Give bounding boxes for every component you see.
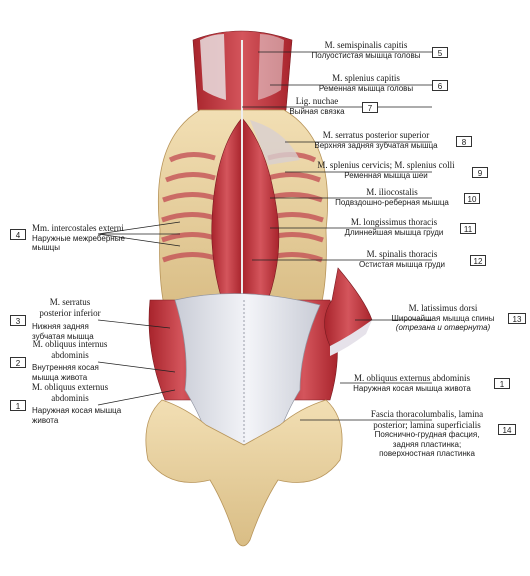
label-latin: M. serratus (49, 297, 91, 307)
label-obliquus-internus-ru: Внутренняя косая мышца живота (32, 363, 132, 382)
label-russian: Внутренняя косая (32, 363, 99, 372)
label-latin: M. splenius capitis (332, 73, 400, 83)
label-number: 7 (362, 102, 378, 113)
label-russian: поверхностная пластинка (379, 449, 475, 458)
label-serratus-inferior-ru: Нижняя задняя зубчатая мышца (32, 322, 132, 341)
label-iliocostalis: M. iliocostalis Подвздошно-реберная мышц… (322, 187, 462, 207)
label-latin: M. obliquus externus (31, 382, 109, 392)
label-number: 13 (508, 313, 526, 324)
label-latin: posterior inferior (39, 307, 101, 318)
label-number: 9 (472, 167, 488, 178)
label-obliquus-externus-left-latin: M. obliquus externus abdominis (20, 382, 120, 403)
label-russian: Подвздошно-реберная мышца (335, 197, 449, 207)
label-splenius-capitis: M. splenius capitis Ременная мышца голов… (302, 73, 430, 93)
label-latin: M. spinalis thoracis (366, 249, 438, 259)
label-latin: M. obliquus internus (32, 339, 108, 349)
label-latin: M. latissimus dorsi (408, 303, 478, 313)
erector-spinae-right (241, 117, 280, 301)
label-latin: abdominis (51, 349, 89, 360)
label-serratus-superior: M. serratus posterior superior Верхняя з… (300, 130, 452, 150)
label-fascia-thoracolumbalis: Fascia thoracolumbalis, lamina posterior… (358, 409, 496, 459)
label-russian: мышца живота (32, 372, 88, 382)
label-russian: Наружная косая мышца живота (353, 383, 471, 393)
label-longissimus: M. longissimus thoracis Длиннейшая мышца… (330, 217, 458, 237)
label-latin: posterior; lamina superficialis (373, 419, 481, 430)
label-latin: M. iliocostalis (366, 187, 418, 197)
intercostal-muscles (161, 152, 324, 263)
label-latin: M. splenius cervicis; M. splenius colli (317, 160, 455, 170)
label-latin: M. semispinalis capitis (324, 40, 408, 50)
label-latissimus: M. latissimus dorsi Широчайшая мышца спи… (378, 303, 508, 333)
label-russian: Пояснично-грудная фасция, (374, 430, 480, 439)
label-splenius-cervicis: M. splenius cervicis; M. splenius colli … (302, 160, 470, 180)
label-number: 11 (460, 223, 476, 234)
label-number: 4 (10, 229, 26, 240)
label-latin: Lig. nuchae (295, 96, 339, 106)
label-number: 6 (432, 80, 448, 91)
erector-spinae-left (211, 117, 243, 301)
label-russian: Верхняя задняя зубчатая мышца (314, 140, 438, 150)
label-number: 1 (494, 378, 510, 389)
latissimus-flap-tendon (330, 320, 372, 356)
label-number: 12 (470, 255, 486, 266)
label-russian: Длиннейшая мышца груди (344, 227, 444, 237)
label-number: 5 (432, 47, 448, 58)
label-russian: Выйная связка (289, 106, 345, 116)
label-russian: Полуостистая мышца головы (311, 50, 421, 60)
label-russian: Остистая мышца груди (358, 259, 445, 269)
label-russian: Ременная мышца головы (318, 83, 414, 93)
label-number: 1 (10, 400, 26, 411)
label-russian: задняя пластинка; (392, 439, 462, 449)
label-number: 2 (10, 357, 26, 368)
label-latin: M. obliquus externus abdominis (354, 373, 470, 383)
label-intercostales: Mm. intercostales externi Наружные межре… (32, 223, 152, 253)
label-russian: Широчайшая мышца спины (391, 313, 495, 323)
label-number: 8 (456, 136, 472, 147)
label-spinalis: M. spinalis thoracis Остистая мышца груд… (336, 249, 468, 269)
pelvis (145, 399, 343, 547)
label-latin: Fascia thoracolumbalis, lamina (370, 409, 484, 419)
label-obliquus-externus-left-ru: Наружная косая мышца живота (32, 406, 142, 425)
label-obliquus-externus-right: M. obliquus externus abdominis Наружная … (332, 373, 492, 393)
neck-tendon-left (200, 34, 226, 100)
label-latin: M. longissimus thoracis (350, 217, 438, 227)
label-russian-note: (отрезана и отвернута) (395, 323, 491, 332)
label-russian: Нижняя задняя (32, 322, 89, 331)
label-serratus-inferior-latin: M. serratus posterior inferior (20, 297, 120, 318)
label-russian: живота (32, 415, 59, 425)
label-obliquus-internus-latin: M. obliquus internus abdominis (20, 339, 120, 360)
label-semispinalis: M. semispinalis capitis Полуостистая мыш… (302, 40, 430, 60)
serratus-superior (250, 120, 300, 165)
label-russian: Наружные межреберные (32, 233, 125, 243)
label-russian: Наружная косая мышца (32, 406, 122, 415)
label-latin: M. serratus posterior superior (322, 130, 430, 140)
neck-tendon-right (258, 34, 284, 100)
label-russian: зубчатая мышца (32, 331, 94, 341)
label-russian: мышцы (32, 243, 60, 252)
label-russian: Ременная мышца шеи (344, 170, 428, 180)
leader-lines (97, 51, 432, 421)
label-number: 14 (498, 424, 516, 435)
label-number: 3 (10, 315, 26, 326)
label-latin: abdominis (51, 392, 89, 403)
label-latin: Mm. intercostales externi (32, 223, 124, 233)
label-lig-nuchae: Lig. nuchae Выйная связка (272, 96, 362, 116)
label-number: 10 (464, 193, 480, 204)
